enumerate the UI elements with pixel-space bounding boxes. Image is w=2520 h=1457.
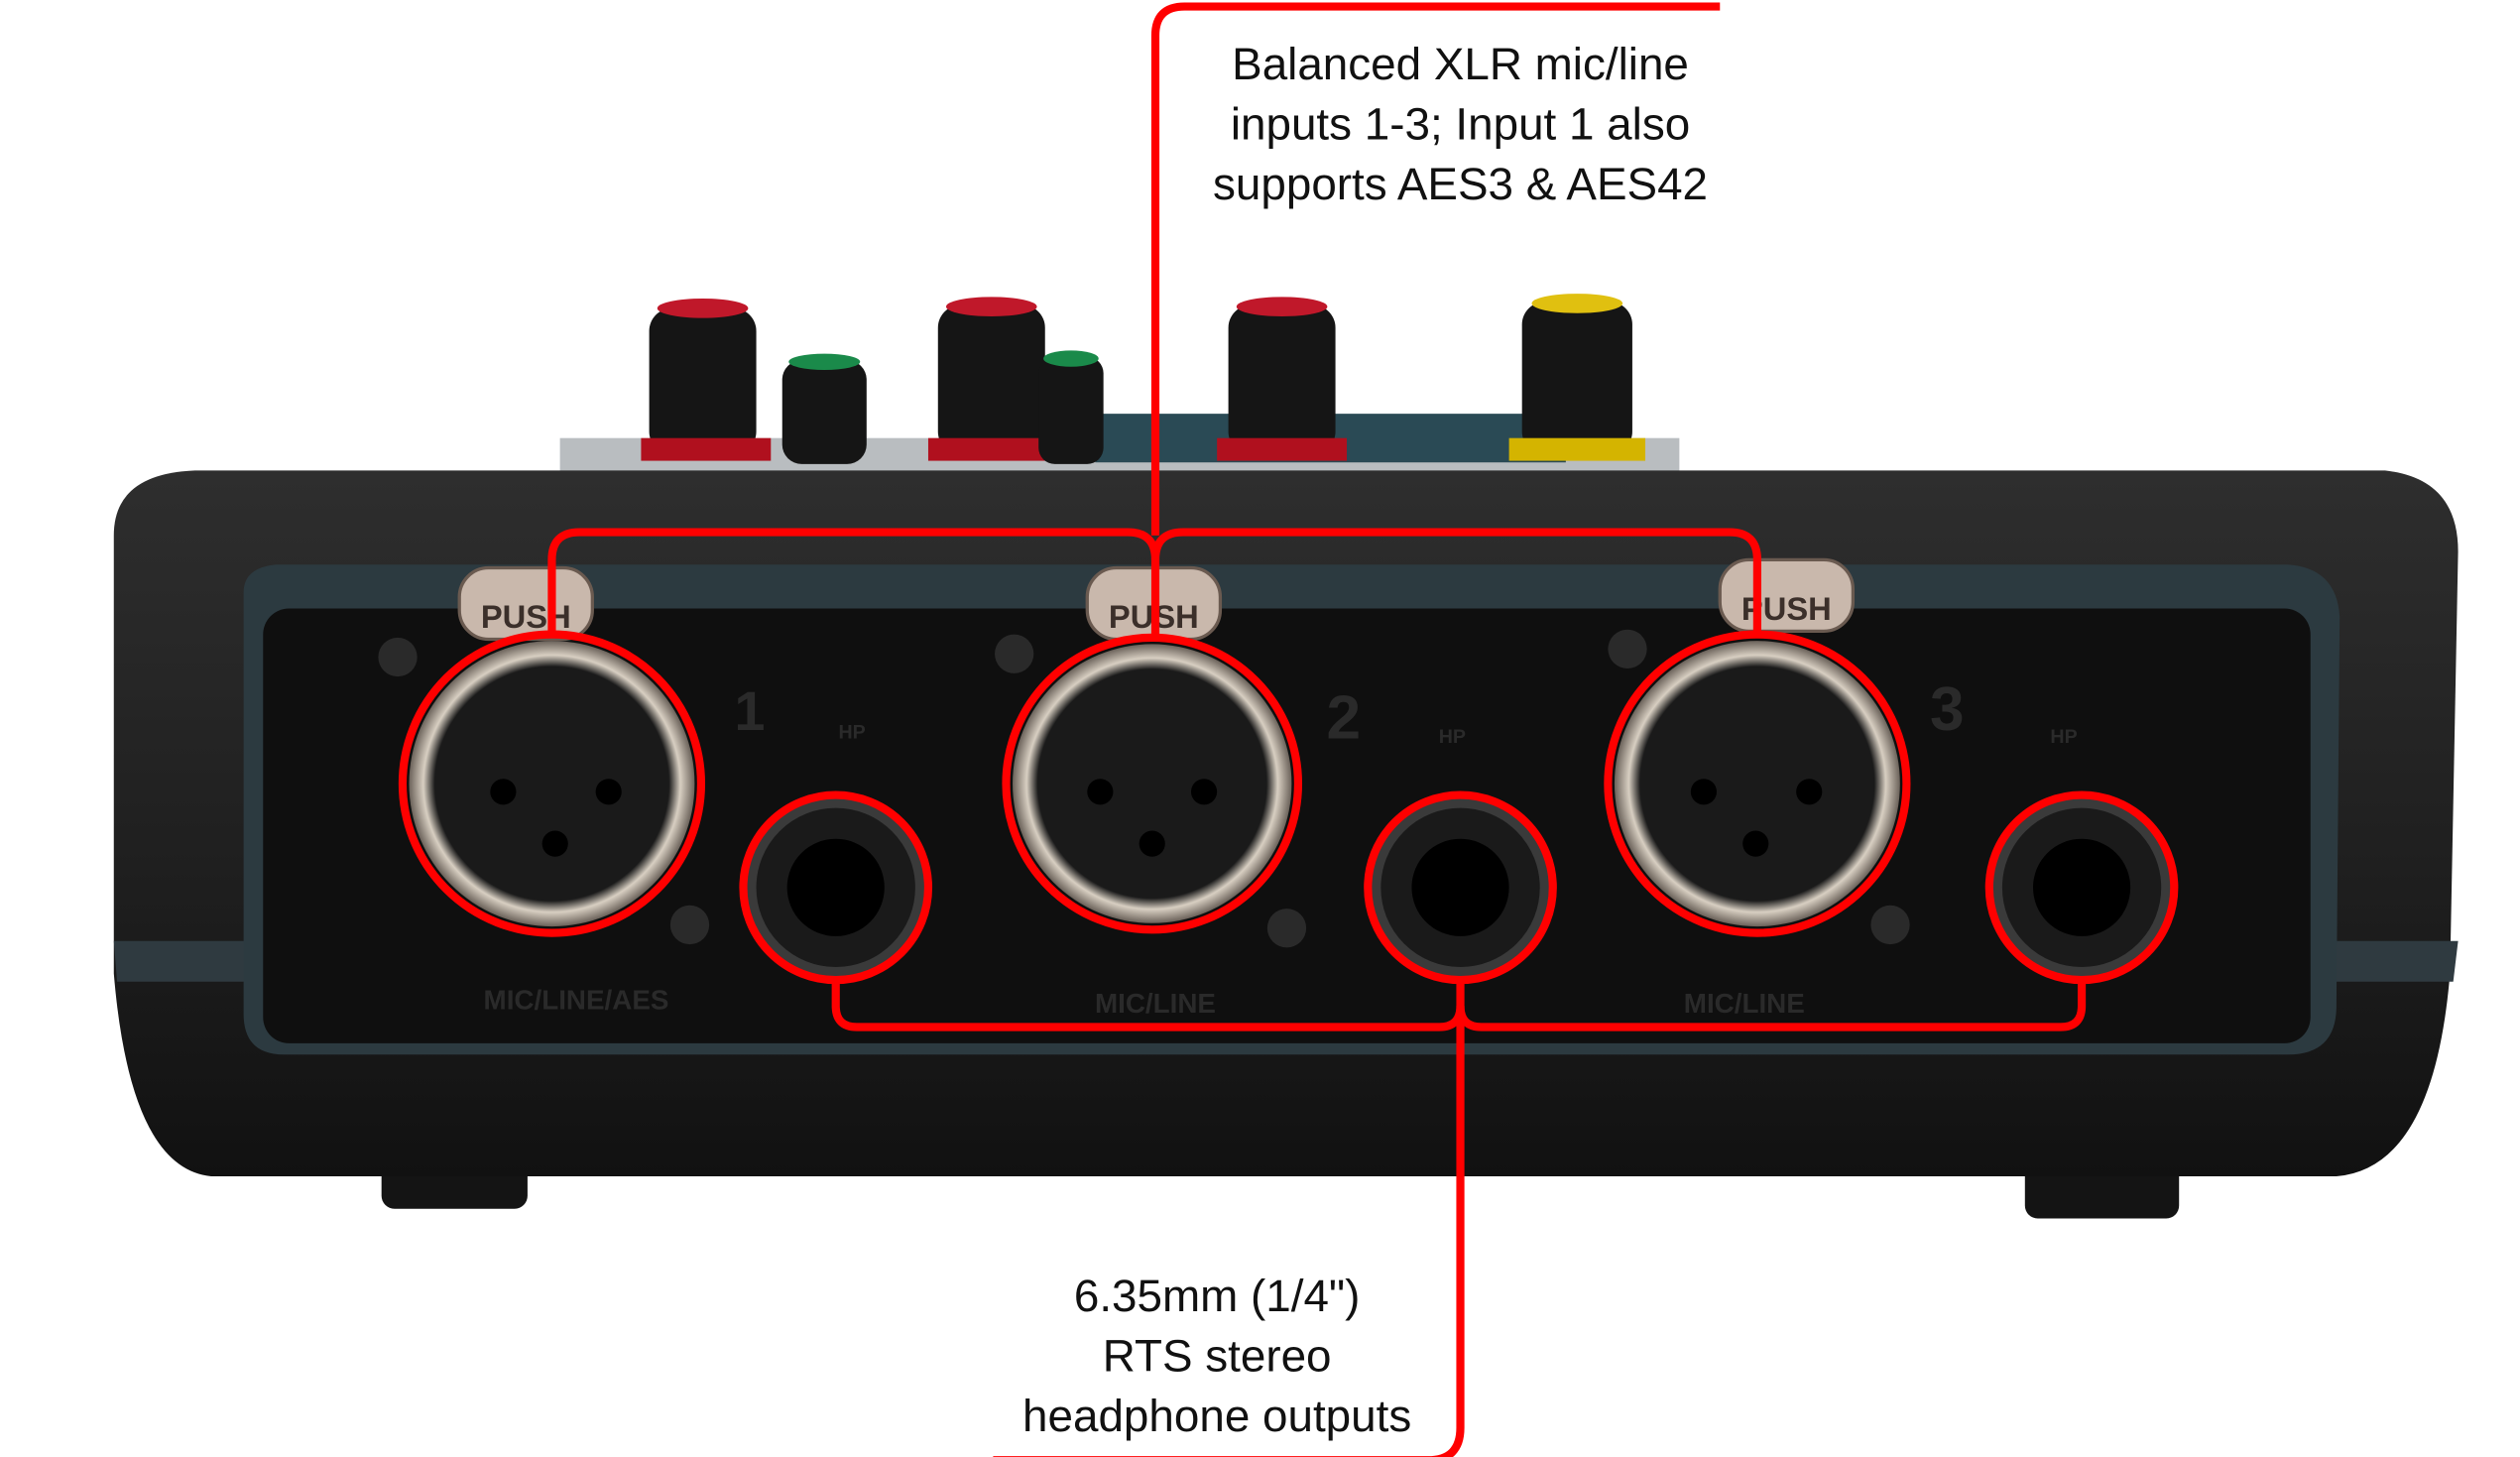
headphone-callout-text: 6.35mm (1/4") RTS stereo headphone outpu… bbox=[1022, 1271, 1411, 1441]
knob-green[interactable] bbox=[1038, 350, 1104, 464]
channel-label: MIC/LINE bbox=[1684, 988, 1805, 1019]
screw-icon bbox=[995, 634, 1034, 673]
screw-icon bbox=[378, 637, 418, 677]
hp-label: HP bbox=[838, 721, 865, 743]
knob-green[interactable] bbox=[781, 353, 867, 464]
channel-3: PUSH 3 HP MIC/LINE bbox=[1608, 557, 2172, 1019]
screw-icon bbox=[1266, 909, 1307, 948]
xlr-input-1[interactable] bbox=[409, 641, 695, 927]
callout-line: 6.35mm (1/4") bbox=[1074, 1271, 1361, 1321]
callout-line: supports AES3 & AES42 bbox=[1213, 159, 1708, 209]
callout-line: headphone outputs bbox=[1022, 1391, 1411, 1441]
hp-label: HP bbox=[1439, 726, 1466, 748]
knobs bbox=[559, 294, 1680, 474]
knob-red[interactable] bbox=[1217, 297, 1348, 461]
callout-line: Balanced XLR mic/line bbox=[1232, 39, 1689, 89]
channel-label: MIC/LINE/AES bbox=[484, 985, 669, 1016]
screw-icon bbox=[1870, 905, 1910, 945]
channel-label: MIC/LINE bbox=[1095, 988, 1216, 1019]
channel-number: 1 bbox=[735, 680, 766, 742]
push-label: PUSH bbox=[481, 598, 571, 635]
knob-red[interactable] bbox=[927, 297, 1058, 461]
xlr-callout-lines bbox=[398, 2, 1911, 937]
channel-1: PUSH 1 HP MIC/LINE/AES bbox=[378, 565, 925, 1016]
knob-red[interactable] bbox=[641, 298, 772, 461]
callout-line: RTS stereo bbox=[1103, 1330, 1332, 1381]
xlr-input-2[interactable] bbox=[1013, 644, 1292, 923]
callout-line: inputs 1-3; Input 1 also bbox=[1231, 99, 1690, 150]
hp-label: HP bbox=[2050, 726, 2077, 748]
screw-icon bbox=[669, 905, 710, 945]
xlr-callout-text: Balanced XLR mic/line inputs 1-3; Input … bbox=[1213, 39, 1708, 209]
headphone-callout-lines bbox=[739, 790, 2179, 1457]
xlr-input-3[interactable] bbox=[1614, 641, 1900, 927]
knob-yellow[interactable] bbox=[1508, 294, 1646, 461]
screw-icon bbox=[1608, 629, 1647, 668]
channel-number: 3 bbox=[1930, 675, 1965, 744]
channel-number: 2 bbox=[1326, 683, 1361, 752]
